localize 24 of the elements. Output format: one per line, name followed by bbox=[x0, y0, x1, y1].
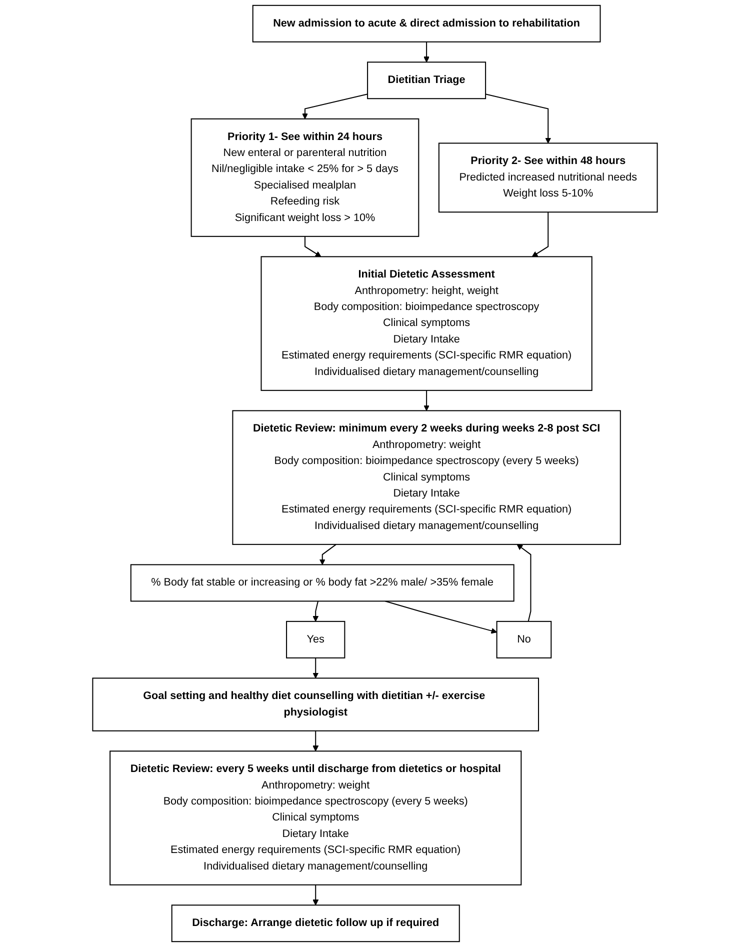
arrow bbox=[424, 390, 430, 411]
node-box: No bbox=[496, 620, 552, 658]
arrow bbox=[485, 94, 552, 144]
node-box: Dietetic Review: every 5 weeks until discharge from dietetics or hospital Anthropometry: weight Body composition: bioimpedance spectroscopy (every 5 weeks) Clinical symptoms Dietary Intake Estimated energy requirements (SCI-specific RMR equation) Individualised dietary management/counselling bbox=[110, 750, 522, 886]
node-box: Discharge: Arrange dietetic follow up if required bbox=[171, 904, 460, 942]
arrow bbox=[516, 544, 532, 622]
arrow bbox=[304, 236, 322, 257]
node-box: New admission to acute & direct admission to rehabilitation bbox=[252, 4, 601, 42]
node-box: % Body fat stable or increasing or % body fat >22% male/ >35% female bbox=[130, 564, 514, 602]
node-box: Priority 1- See within 24 hours New enteral or parenteral nutrition Nil/negligible intake < 25% for > 5 days Specialised mealplan Refeeding risk Significant weight loss > 10% bbox=[190, 118, 420, 237]
node-box: Yes bbox=[286, 620, 346, 658]
node-box: Goal setting and healthy diet counselling with dietitian +/- exercise physiologist bbox=[92, 678, 540, 732]
arrow bbox=[312, 658, 319, 678]
arrow bbox=[424, 42, 430, 62]
arrow bbox=[302, 94, 368, 120]
arrow bbox=[312, 601, 319, 622]
arrow bbox=[532, 212, 549, 257]
node-box: Dietetic Review: minimum every 2 weeks during weeks 2-8 post SCI Anthropometry: weight Body composition: bioimpedance spectroscopy (every 5 weeks) Clinical symptoms Dietary Intake Estimated energy requirements (SCI-specific RMR equation) Individualised dietary management/counselling bbox=[232, 410, 621, 545]
arrow bbox=[319, 544, 336, 565]
arrow bbox=[312, 884, 319, 906]
node-box: Initial Dietetic Assessment Anthropometry: height, weight Body composition: bioimpedance spectroscopy Clinical symptoms Dietary Intake Estimated energy requirements (SCI-specific RMR equation) Individualised dietary management/counselling bbox=[260, 256, 592, 391]
node-box: Priority 2- See within 48 hours Predicted increased nutritional needs Weight loss 5-10% bbox=[438, 142, 658, 213]
arrow bbox=[312, 730, 319, 752]
node-box: Dietitian Triage bbox=[367, 62, 486, 100]
